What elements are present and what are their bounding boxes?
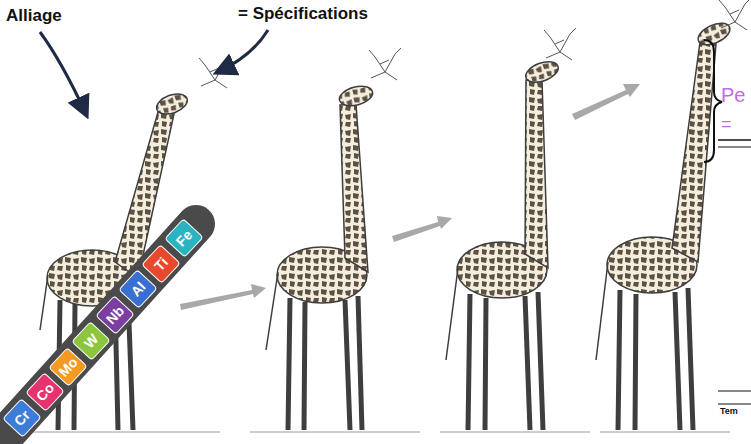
- giraffe-2: [266, 83, 375, 430]
- giraffe-tail: [596, 262, 608, 360]
- giraffe-neck: [525, 80, 548, 268]
- evolution-arrow: [180, 84, 640, 310]
- gray-arrow: [392, 216, 452, 242]
- element-symbol: Al: [127, 279, 148, 300]
- element-symbol: W: [81, 331, 102, 352]
- brace-bracket: [704, 40, 722, 162]
- alloy-label: Alliage: [6, 6, 62, 26]
- ground-grass: [20, 432, 730, 433]
- element-symbol: Mo: [56, 354, 81, 380]
- giraffe-tail: [446, 268, 458, 360]
- giraffe-legs: [468, 292, 543, 430]
- gray-arrow: [572, 84, 640, 120]
- table-rule: [718, 147, 751, 148]
- equals-label: =: [721, 114, 732, 135]
- giraffe-tail: [266, 272, 278, 350]
- leaf-twigs: [199, 56, 231, 88]
- alloy-bar: [8, 224, 196, 432]
- giraffe-head: [523, 58, 561, 87]
- giraffe-neck: [672, 42, 716, 262]
- giraffe-tail: [40, 275, 48, 330]
- element-symbol: Ti: [151, 254, 171, 274]
- table-rule: [718, 391, 751, 392]
- giraffe-legs: [288, 296, 362, 430]
- leaf-branch: [544, 28, 576, 60]
- leaf-twigs: [544, 28, 576, 60]
- giraffe-legs: [618, 288, 693, 430]
- ground-line: [20, 432, 730, 433]
- leaf-branch: [719, 0, 751, 30]
- leaf-twigs: [719, 0, 751, 30]
- leaf-twigs: [369, 48, 401, 80]
- leader-arrow: [40, 32, 86, 114]
- specs-label: = Spécifications: [238, 4, 368, 24]
- leaf-branch: [369, 48, 401, 80]
- giraffe-head: [154, 90, 190, 118]
- table-rule: [718, 139, 751, 141]
- giraffe-head: [337, 83, 375, 109]
- element-symbol: Cr: [11, 407, 33, 429]
- element-symbol: Nb: [102, 303, 126, 328]
- giraffe-4: [596, 19, 733, 430]
- property-label: Pe: [721, 84, 745, 107]
- giraffe-3: [446, 58, 561, 430]
- element-symbol: Co: [33, 380, 57, 405]
- table-rule: [718, 404, 751, 405]
- element-symbol: Fe: [173, 227, 196, 250]
- giraffe-neck: [340, 104, 368, 272]
- giraffe-1: [40, 90, 190, 430]
- gray-arrow: [180, 284, 266, 310]
- leaf-branch: [199, 56, 231, 88]
- leader-arrow: [218, 30, 268, 72]
- table-header: Tem: [720, 406, 738, 416]
- giraffe-head: [695, 19, 733, 50]
